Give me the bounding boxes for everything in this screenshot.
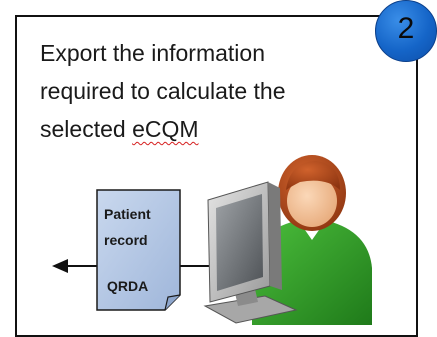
- user-person-icon: [252, 155, 372, 325]
- document-label-line-3: QRDA: [107, 278, 148, 294]
- export-illustration: Patient record QRDA: [52, 155, 372, 325]
- step-caption: Export the information required to calcu…: [40, 34, 370, 148]
- caption-line-3-prefix: selected: [40, 116, 133, 142]
- caption-line-2: required to calculate the: [40, 78, 286, 104]
- document-label-line-2: record: [104, 232, 148, 248]
- caption-line-1: Export the information: [40, 40, 266, 66]
- computer-monitor-icon: [203, 181, 298, 324]
- document-label-line-1: Patient: [104, 206, 151, 222]
- caption-term-ecqm: eCQM: [132, 116, 199, 142]
- step-number-badge: 2: [375, 0, 437, 62]
- caption-line-3: selected eCQM: [40, 110, 370, 148]
- patient-record-document: Patient record QRDA: [96, 189, 181, 311]
- arrow-left-icon: [52, 259, 97, 273]
